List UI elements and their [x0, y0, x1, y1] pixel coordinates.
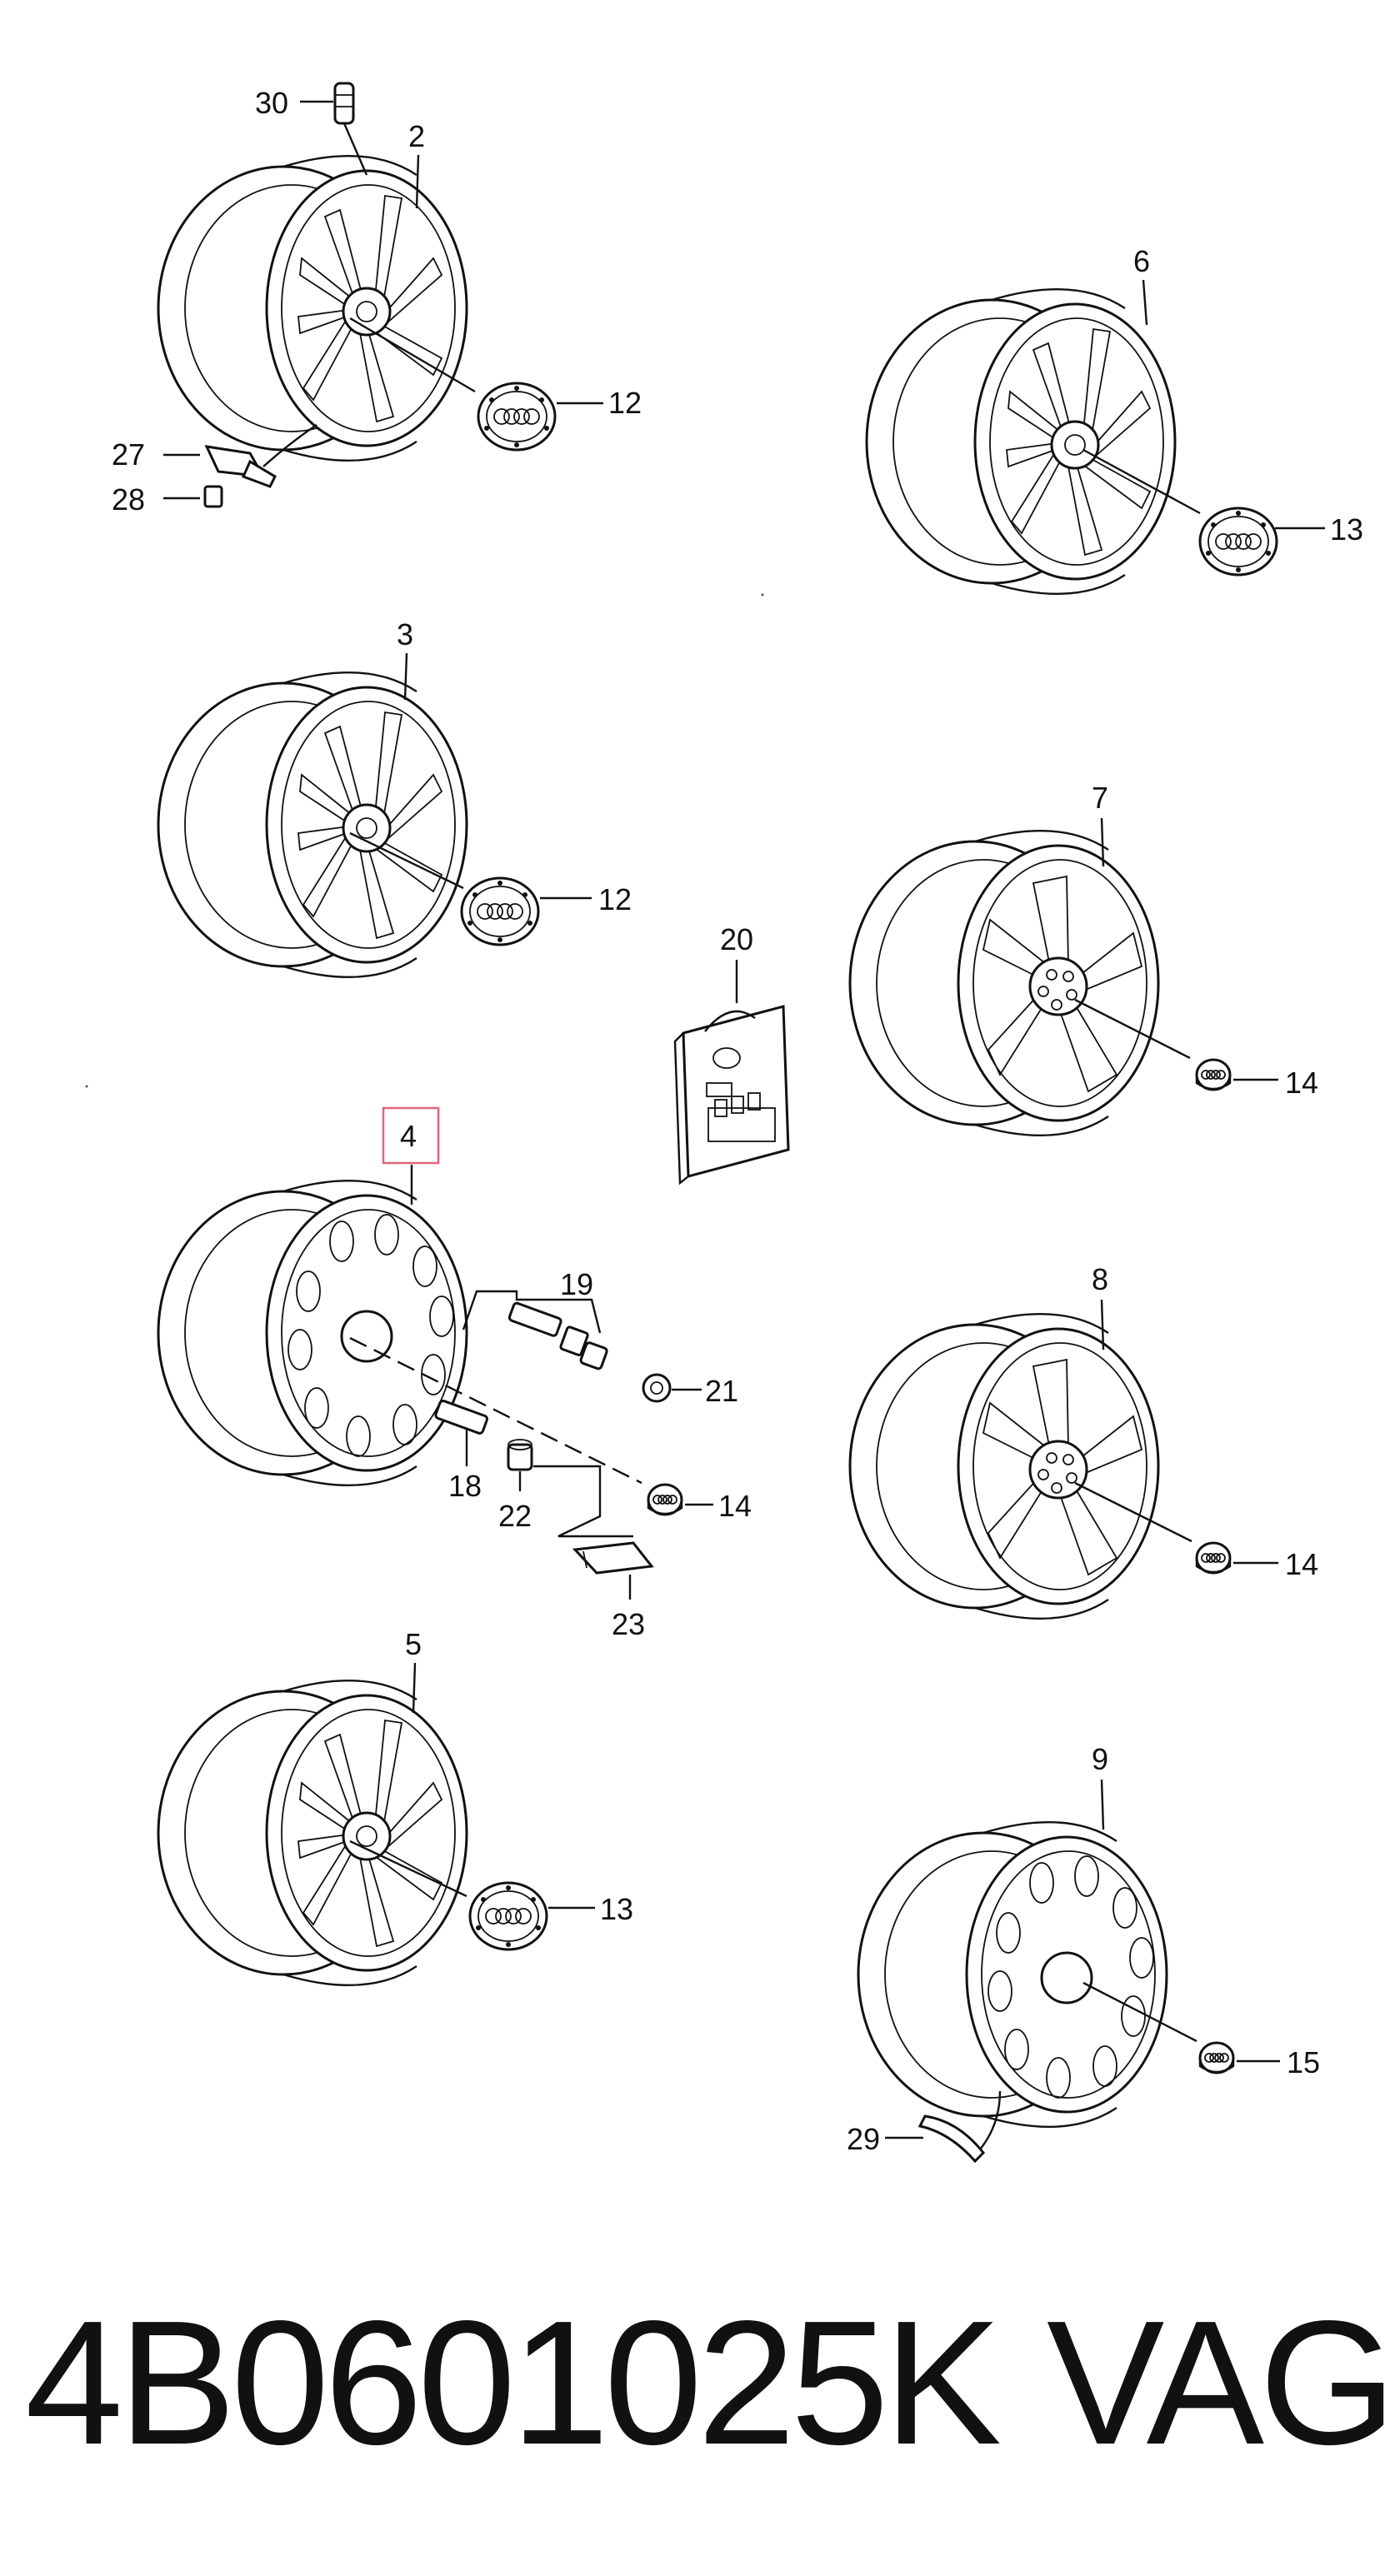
callout-14-left: 14	[718, 1489, 752, 1523]
hub-cap-13-icon	[468, 1881, 548, 1951]
part-number: 4B0601025K	[25, 2284, 1002, 2481]
wheel-5	[157, 1679, 468, 1987]
brand-name: VAG	[1047, 2284, 1397, 2481]
hub-cap-12-icon	[460, 876, 540, 946]
callout-12-mid: 12	[598, 882, 632, 916]
hub-cap-12-icon	[477, 382, 557, 452]
balance-weights-27-28	[203, 424, 318, 508]
callout-13-top: 13	[1330, 512, 1363, 547]
tool-23	[572, 1541, 654, 1575]
callout-4: 4	[400, 1119, 417, 1153]
wheel-4	[157, 1179, 468, 1487]
bolt-18	[434, 1399, 488, 1435]
callout-5: 5	[405, 1627, 422, 1661]
callout-8: 8	[1092, 1262, 1108, 1296]
callout-27: 27	[112, 437, 145, 472]
callout-7: 7	[1092, 781, 1108, 815]
lock-key-22	[507, 1439, 533, 1471]
callout-29: 29	[847, 2122, 880, 2156]
wheel-6	[865, 287, 1177, 596]
callout-6: 6	[1133, 244, 1150, 278]
callout-20: 20	[720, 922, 753, 956]
nut-21	[642, 1373, 672, 1403]
wheel-2	[157, 154, 468, 462]
center-cap-15-icon	[1198, 2041, 1235, 2074]
callout-13-bottom: 13	[600, 1892, 633, 1926]
bolt-19	[508, 1301, 608, 1370]
hub-cap-13-icon	[1198, 507, 1278, 577]
callout-14-lower-right: 14	[1285, 1547, 1318, 1581]
callout-28: 28	[112, 482, 145, 517]
highlight-box-4	[382, 1106, 440, 1165]
callout-9: 9	[1092, 1742, 1108, 1776]
part-caption: 4B0601025K VAG	[25, 2283, 1397, 2483]
callout-15: 15	[1287, 2045, 1320, 2079]
callout-2: 2	[408, 119, 425, 153]
callout-18: 18	[448, 1469, 482, 1503]
wheel-9	[857, 1820, 1168, 2129]
callout-14-upper-right: 14	[1285, 1066, 1318, 1100]
center-cap-14-icon	[1195, 1541, 1232, 1575]
balance-weight-29	[918, 2090, 1002, 2164]
center-cap-14-icon	[647, 1483, 683, 1516]
valve-stem-30	[333, 82, 368, 176]
callout-22: 22	[498, 1499, 532, 1533]
wheel-7	[848, 829, 1160, 1137]
callout-3: 3	[397, 617, 413, 651]
callout-21: 21	[705, 1374, 738, 1408]
center-cap-14-icon	[1195, 1058, 1232, 1091]
callout-12-top: 12	[608, 386, 642, 420]
callout-23: 23	[612, 1607, 645, 1641]
wheel-8	[848, 1312, 1160, 1620]
callout-19: 19	[560, 1267, 593, 1301]
callout-30: 30	[255, 86, 288, 120]
bolt-kit-20	[673, 1005, 790, 1186]
wheel-3	[157, 671, 468, 979]
